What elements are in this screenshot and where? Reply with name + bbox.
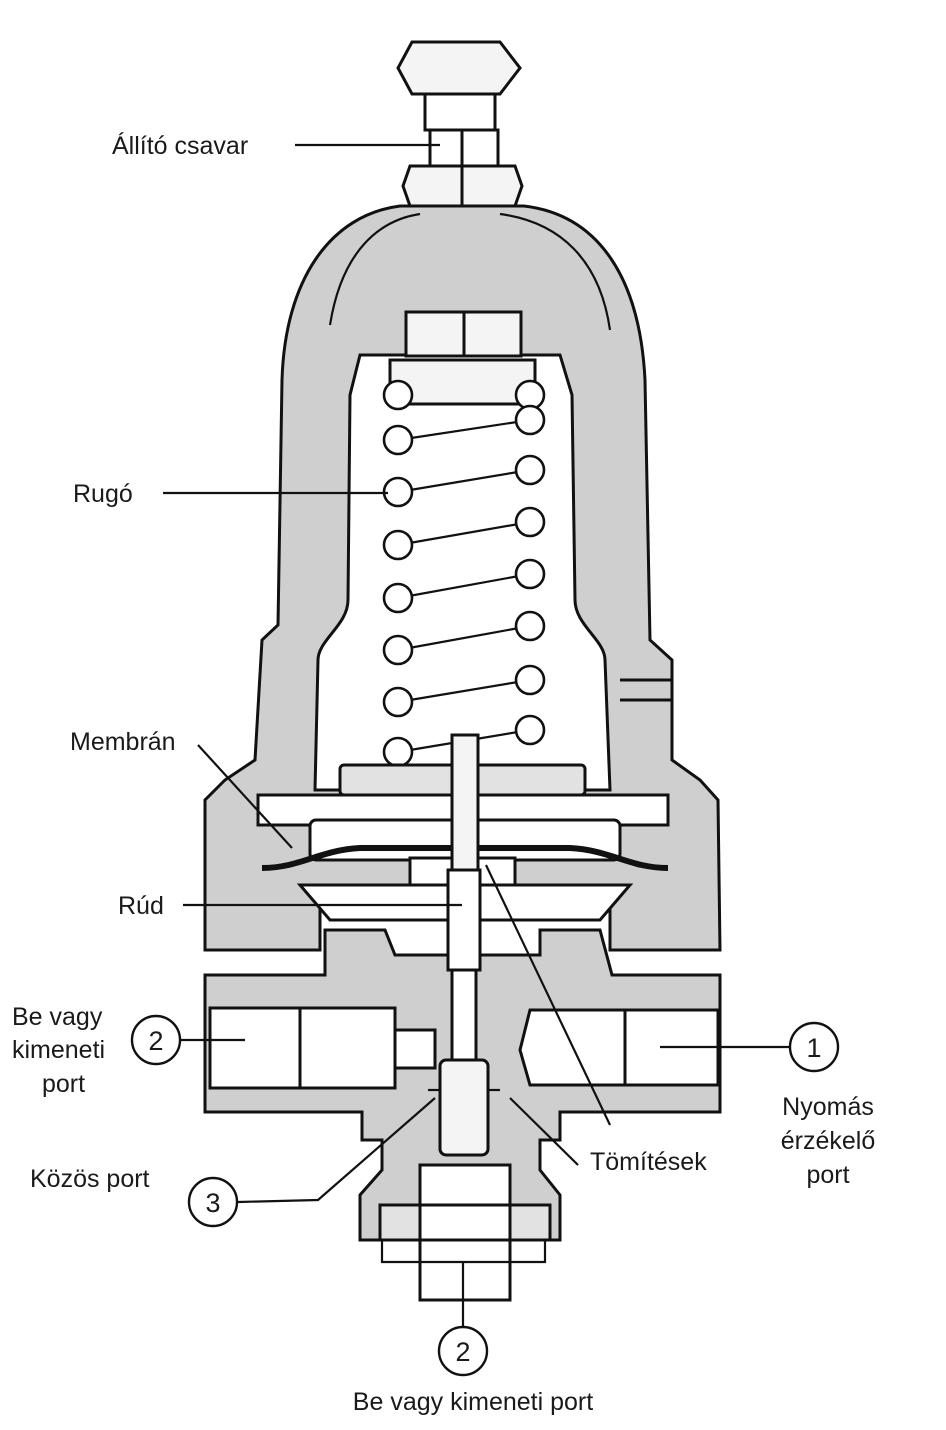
label-pressure-port-line1: Nyomás xyxy=(782,1093,874,1121)
svg-text:2: 2 xyxy=(455,1337,470,1367)
label-pressure-port-line2: érzékelő xyxy=(781,1127,876,1155)
label-port-left-line2: kimeneti xyxy=(12,1036,105,1064)
label-stem: Rúd xyxy=(118,892,164,920)
label-port-bottom: Be vagy kimeneti port xyxy=(353,1388,593,1416)
label-port-left-line3: port xyxy=(42,1070,85,1098)
leader-lines xyxy=(163,143,790,1328)
port-number-common: 3 xyxy=(187,1176,239,1228)
label-pressure-port-line3: port xyxy=(806,1161,849,1189)
label-diaphragm: Membrán xyxy=(70,728,176,756)
svg-text:1: 1 xyxy=(806,1033,821,1063)
label-adjusting-screw: Állító csavar xyxy=(112,131,248,160)
leader-diaphragm xyxy=(197,744,293,849)
svg-text:2: 2 xyxy=(148,1026,163,1056)
leader-common-port xyxy=(237,1097,436,1204)
spring-seat-upper xyxy=(388,310,537,406)
port-number-bottom: 2 xyxy=(437,1325,489,1377)
leader-seals-2 xyxy=(485,864,611,1126)
label-port-left-line1: Be vagy xyxy=(12,1003,103,1031)
label-seals: Tömítések xyxy=(590,1148,707,1176)
port-number-right: 1 xyxy=(788,1021,840,1073)
label-common-port: Közös port xyxy=(30,1165,150,1193)
label-spring: Rugó xyxy=(73,480,133,508)
port-number-left: 2 xyxy=(130,1014,182,1066)
stem xyxy=(428,733,500,1157)
svg-text:3: 3 xyxy=(205,1188,220,1218)
leader-seals-1 xyxy=(509,1097,579,1166)
